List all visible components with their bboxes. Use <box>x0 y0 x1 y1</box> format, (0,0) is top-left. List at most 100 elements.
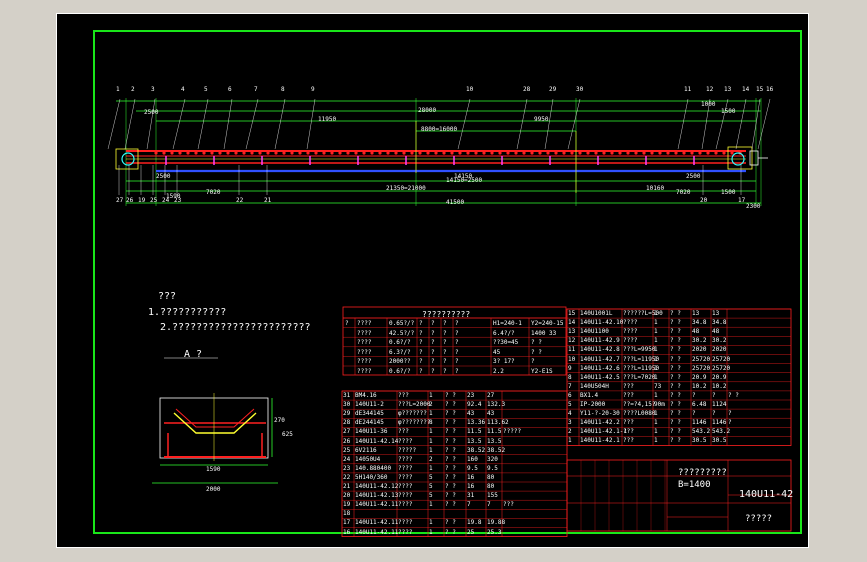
leader-line-top <box>274 98 286 150</box>
dimension-text: 2500 <box>686 173 701 180</box>
bom-right-cell: 1 <box>654 410 658 418</box>
bom-right-cell: 140U11-42.2 <box>580 419 620 427</box>
bom-right-cell: 2020 <box>712 346 727 354</box>
leader-line-top <box>516 98 528 150</box>
spec-cell: ? <box>431 368 435 375</box>
spec-cell: 3? 17? <box>493 358 515 366</box>
dimension-text: 2300 <box>746 203 761 210</box>
bom-right-cell: 10.2 <box>692 382 707 390</box>
bom-left-cell: 13.5 <box>487 437 502 445</box>
bom-right-cell: ? ? <box>670 310 681 317</box>
spec-cell: 45 <box>493 348 501 356</box>
part-balloon-top: 10 <box>466 86 474 93</box>
carrying-idler <box>386 151 390 155</box>
bom-right-cell: ? ? <box>670 346 681 354</box>
leader-line-top <box>172 98 186 150</box>
bom-right-cell: 1 <box>654 373 658 381</box>
carrying-idler <box>666 151 670 155</box>
part-balloon-top: 29 <box>549 86 557 93</box>
bom-right-cell: 140U11-42.6 <box>580 364 620 372</box>
leader-line-top <box>715 98 729 150</box>
bom-left-cell: 5 <box>429 483 433 490</box>
bom-left-cell: 11.5 <box>487 428 502 436</box>
carrying-idler <box>466 151 470 155</box>
bom-left-cell: 132.3 <box>487 401 506 409</box>
dimension-text: 41500 <box>446 199 465 206</box>
carrying-idler <box>578 151 582 155</box>
carrying-idler <box>298 151 302 155</box>
spec-cell: 0.6?/? <box>389 368 411 375</box>
bom-left-cell: 24 <box>343 455 351 463</box>
bom-right-cell: 20.9 <box>692 373 707 381</box>
dimension-text: 10160 <box>646 185 665 192</box>
bom-left-cell: 8 <box>429 419 433 427</box>
bom-left-cell: ???? <box>398 483 413 490</box>
dimension-text: 1500 <box>721 189 736 196</box>
bom-left-cell: BM4.16 <box>355 392 377 399</box>
bom-left-cell: φ??????? <box>398 410 427 418</box>
dimension-text: 1000 <box>701 101 716 108</box>
carrying-idler <box>362 151 366 155</box>
part-balloon-bottom: 23 <box>174 197 182 204</box>
bom-right-cell: ???L=11950 <box>623 355 660 363</box>
bom-left-cell: ???? <box>398 528 413 536</box>
part-balloon-top: 11 <box>684 86 692 93</box>
spec-table-frame <box>342 306 567 376</box>
bom-right-cell: 1 <box>654 328 658 336</box>
leader-line-top <box>567 98 581 150</box>
bom-right-cell: ??=?4,15? <box>623 401 656 408</box>
carrying-idler <box>682 151 686 155</box>
bom-right-cell: 9 <box>568 364 572 372</box>
part-balloon-bottom: 19 <box>138 197 146 204</box>
bom-left-cell: ? ? <box>445 501 456 509</box>
carrying-idler <box>282 151 286 155</box>
spec-cell: ? <box>455 348 459 356</box>
carrying-idler <box>570 151 574 155</box>
section-dim-text: 625 <box>282 431 293 438</box>
tail-pulley <box>121 152 135 166</box>
bom-right-cell: 7 <box>568 382 572 390</box>
bom-right-cell: 25720 <box>712 364 731 372</box>
dimension-text: 11950 <box>318 116 337 123</box>
bom-left-cell: ? ? <box>445 519 456 527</box>
bom-right-cell: 30.2 <box>692 337 707 345</box>
bom-right-cell: 1 <box>654 346 658 354</box>
section-view-label: A ? <box>184 349 203 360</box>
dimension-text: 14150 <box>454 173 473 180</box>
bom-right-cell: 1 <box>654 437 658 445</box>
carrying-idler <box>258 151 262 155</box>
bom-right-cell: BX1.4 <box>580 391 599 399</box>
bom-right-cell: 1 <box>654 419 658 427</box>
bom-left-cell: 19.8 <box>467 519 482 527</box>
bom-left-cell: 25 <box>343 446 351 454</box>
bom-left-cell: 19.88 <box>487 519 506 527</box>
carrying-idler <box>674 151 678 155</box>
bom-right-cell: 140U11-42.8 <box>580 346 620 354</box>
drawing-border-inner <box>93 30 802 534</box>
bom-left-cell: 16 <box>343 528 351 536</box>
carrying-idler <box>562 151 566 155</box>
part-balloon-bottom: 27 <box>116 197 124 204</box>
spec-cell: ? ? <box>531 348 542 356</box>
bom-left-cell: ? ? <box>445 410 456 418</box>
bom-left-cell: ? ? <box>445 492 456 500</box>
bom-left-cell: 43 <box>467 410 475 418</box>
leader-line-top <box>223 98 233 150</box>
carrying-idler <box>346 151 350 155</box>
bom-left-cell: 1 <box>429 501 433 509</box>
bom-right-cell: 15 <box>568 310 576 317</box>
bom-right-cell: 13 <box>712 310 720 317</box>
spec-cell: ? <box>455 320 459 327</box>
leader-line-top <box>677 98 689 150</box>
carrying-idler <box>426 151 430 155</box>
bom-right-cell: 6.48 <box>692 401 707 408</box>
spec-cell: 0.65?/? <box>389 320 415 327</box>
cad-drawing-canvas[interactable]: ??? 1.??????????? 2.????????????????????… <box>56 13 809 548</box>
bom-right-cell: 1 <box>654 391 658 399</box>
carrying-idler <box>586 151 590 155</box>
spec-cell: ? <box>431 339 435 347</box>
bom-right-cell: 20.9 <box>712 373 727 381</box>
spec-cell: ???? <box>357 368 372 375</box>
leader-line-top <box>306 98 316 150</box>
carrying-idler <box>418 151 422 155</box>
